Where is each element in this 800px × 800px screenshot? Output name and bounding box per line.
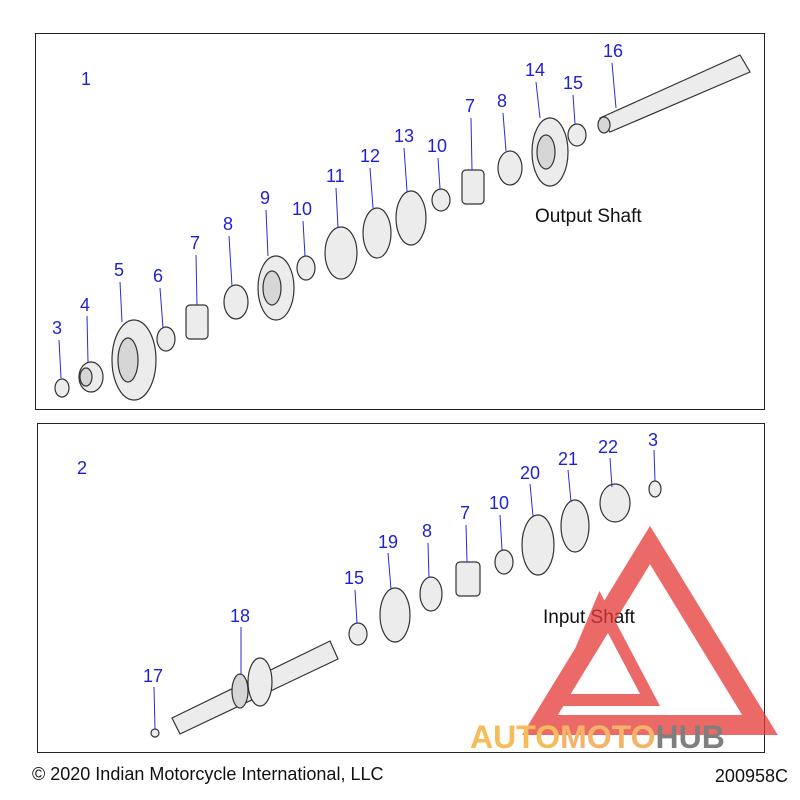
- shift-dog-b-part: [461, 169, 485, 205]
- gear-9-hub: [262, 270, 282, 306]
- bushing-10c-part: [494, 549, 514, 575]
- panel-index-1: 1: [81, 69, 91, 89]
- gear-13-part: [395, 190, 427, 246]
- callout-8b: 8: [497, 91, 507, 111]
- output-shaft-parts: [54, 54, 751, 401]
- bushing-15-part: [567, 123, 587, 147]
- circlip-b-part: [648, 480, 662, 498]
- bushing-bore: [79, 367, 93, 387]
- output-callouts: 1 3 4 5 6 7 8 9 10 11 12 13 10 7 8 14 15…: [52, 41, 642, 338]
- callout-14: 14: [525, 60, 545, 80]
- bushing-10b-part: [431, 188, 451, 212]
- callout-15b: 15: [344, 568, 364, 588]
- spacer-part: [156, 326, 176, 352]
- callout-22: 22: [598, 437, 618, 457]
- callout-6: 6: [153, 266, 163, 286]
- callout-8: 8: [223, 214, 233, 234]
- gear-5-hub: [117, 337, 139, 383]
- bushing-15b-part: [348, 622, 368, 646]
- callout-7b: 7: [465, 96, 475, 116]
- gear-20-part: [521, 514, 555, 576]
- gear-21-part: [560, 499, 590, 553]
- input-shaft-panel: [37, 423, 765, 753]
- watermark-text: AUTOMOTOHUB: [470, 719, 725, 755]
- shift-dog-part: [185, 304, 209, 340]
- callout-7c: 7: [460, 503, 470, 523]
- callout-13: 13: [394, 126, 414, 146]
- input-shaft-gear: [247, 657, 273, 707]
- callout-7: 7: [190, 233, 200, 253]
- gear-12-part: [362, 207, 392, 259]
- output-leaders: [58, 62, 617, 379]
- callout-10c: 10: [489, 493, 509, 513]
- bushing-10-part: [296, 255, 316, 281]
- output-shaft-part: [599, 54, 751, 133]
- input-shaft-spline: [231, 673, 249, 709]
- callout-19: 19: [378, 532, 398, 552]
- copyright-notice: © 2020 Indian Motorcycle International, …: [32, 764, 384, 784]
- callout-5: 5: [114, 260, 124, 280]
- callout-18: 18: [230, 606, 250, 626]
- output-shaft-label: Output Shaft: [535, 206, 642, 227]
- callout-4: 4: [80, 295, 90, 315]
- gear-22-part: [599, 483, 631, 523]
- gear-11-part: [324, 226, 358, 280]
- needle-bearing-c-part: [419, 576, 443, 612]
- callout-20: 20: [520, 463, 540, 483]
- callout-10b: 10: [427, 136, 447, 156]
- output-shaft-panel: [35, 33, 765, 410]
- watermark-logo: AUTOMOTOHUB: [470, 525, 778, 755]
- callout-8c: 8: [422, 521, 432, 541]
- callout-3b: 3: [648, 430, 658, 450]
- gear-14-hub: [536, 134, 556, 170]
- needle-bearing-part: [223, 284, 249, 320]
- panel-index-2: 2: [77, 458, 87, 478]
- needle-bearing-b-part: [497, 150, 523, 186]
- callout-16: 16: [603, 41, 623, 61]
- callout-3: 3: [52, 318, 62, 338]
- input-callouts: 2 3 22 21 20 10 7 8 19 15 18 17 Input Sh…: [77, 430, 658, 686]
- callout-10: 10: [292, 199, 312, 219]
- document-number: 200958C: [714, 766, 788, 786]
- callout-11: 11: [326, 166, 345, 186]
- output-shaft-end: [597, 116, 611, 134]
- shift-dog-c-part: [455, 561, 481, 597]
- input-shaft-parts: [150, 480, 662, 738]
- callout-17: 17: [143, 666, 163, 686]
- input-leaders: [153, 449, 656, 730]
- callout-9: 9: [260, 188, 270, 208]
- plug-part: [150, 728, 160, 738]
- callout-15: 15: [563, 73, 583, 93]
- watermark-triangle: [522, 525, 778, 735]
- callout-21: 21: [558, 449, 578, 469]
- circlip-part: [54, 378, 70, 398]
- gear-19-part: [379, 587, 411, 643]
- callout-12: 12: [360, 146, 380, 166]
- watermark-inner-mark: [550, 590, 660, 706]
